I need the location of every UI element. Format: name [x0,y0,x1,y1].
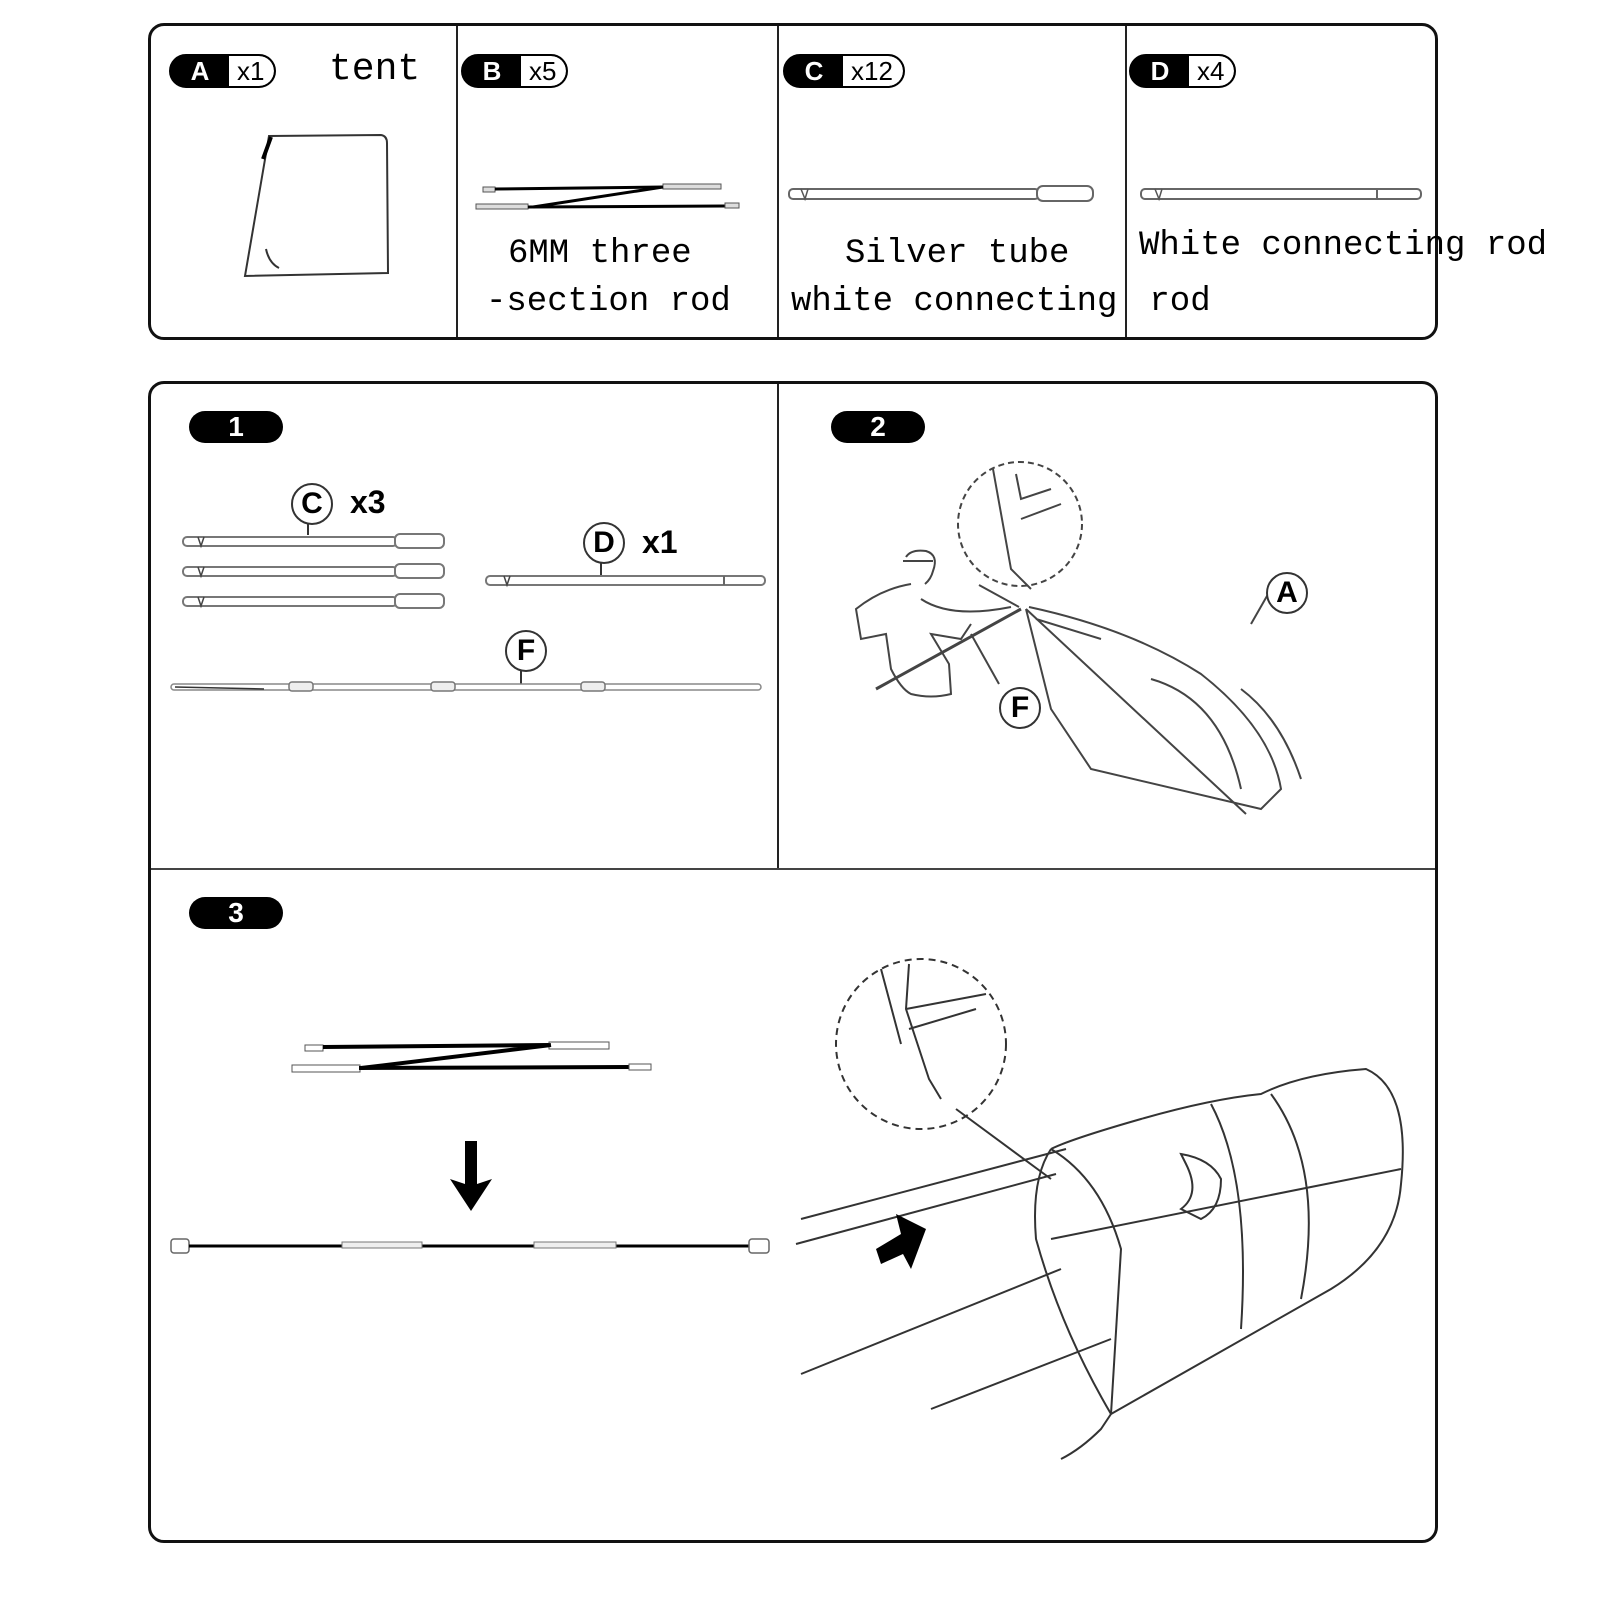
callout-d-multiplier: x1 [642,524,678,560]
part-a-badge: A x1 [169,54,277,88]
parts-list-panel: A x1 tent B x5 6MM three -section rod C … [148,23,1547,340]
divider [456,26,458,337]
silver-tubes-x3-illustration [182,523,445,609]
part-quantity: x5 [521,56,567,86]
callout-a: A [1266,572,1308,614]
white-rod-x1-illustration [485,562,766,588]
part-quantity: x4 [1189,56,1235,86]
part-d-caption-line2: rod [1129,283,1211,321]
step-1-badge: 1 [189,411,283,443]
part-a-name: tent [329,48,421,91]
callout-f: F [999,687,1041,729]
assembly-steps-panel: 1 C x3 D x1 F 2 [148,381,1438,1543]
part-c-badge: C x12 [783,54,905,88]
callout-f: F [505,630,547,672]
callout-c-multiplier: x3 [350,484,386,520]
part-letter: A [190,55,210,86]
assembled-pole-f-illustration [170,670,762,692]
part-letter: C [804,55,824,86]
part-quantity: x1 [229,56,275,86]
part-d-caption-line1: White connecting rod [1139,227,1548,265]
callout-d: D [583,522,625,564]
divider [777,26,779,337]
callout-c: C [291,483,333,525]
part-c-caption-line1: Silver tube [845,235,1070,273]
tent-pole-insertion-illustration [854,461,1302,815]
white-connecting-rod-icon [1140,188,1422,202]
divider [1125,26,1127,337]
arrow-down-icon [450,1141,492,1211]
step-2-badge: 2 [831,411,925,443]
divider [151,868,1435,870]
three-section-rod-icon [475,183,740,210]
extended-pole-illustration [170,1238,770,1254]
part-c-caption-line2: white connecting [791,283,1118,321]
folded-pole-illustration [291,1041,652,1073]
part-b-badge: B x5 [461,54,569,88]
part-quantity: x12 [843,56,903,86]
tunnel-tent-pole-insertion-illustration [795,958,1404,1460]
silver-tube-icon [788,185,1094,202]
part-b-caption-line2: -section rod [486,283,731,321]
part-b-caption-line1: 6MM three [508,235,692,273]
step-3-badge: 3 [189,897,283,929]
part-letter: D [1150,55,1170,86]
tent-fabric-icon [243,133,390,278]
part-letter: B [482,55,502,86]
divider [777,384,779,869]
part-d-badge: D x4 [1129,54,1237,88]
